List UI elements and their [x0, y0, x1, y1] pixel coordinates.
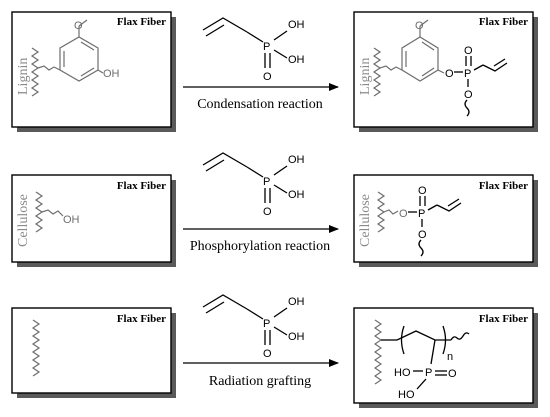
box-label: Flax Fiber: [117, 180, 166, 192]
phosphorus: P: [263, 41, 270, 53]
hydroxyl-bottom: OH: [288, 189, 305, 201]
guaiacol-ring: O: [401, 19, 445, 82]
phosphoryl-oxygen: O: [464, 45, 473, 57]
polymer-label-cellulose: Cellulose: [358, 194, 373, 247]
hydroxyl-bottom: OH: [288, 54, 305, 66]
phosphoryl-oxygen: O: [263, 71, 272, 83]
box-label: Flax Fiber: [479, 313, 528, 325]
chain-end-squiggle: [450, 332, 470, 341]
fiber-chain: [372, 47, 382, 97]
linker: [379, 65, 403, 71]
phosphonate-group: O P O O: [445, 45, 508, 117]
phosphoryl-oxygen: O: [418, 185, 427, 197]
box-label: Flax Fiber: [479, 16, 528, 28]
linker: [41, 209, 64, 217]
repeat-bracket-left: [400, 325, 405, 355]
fiber-chain: [30, 47, 40, 97]
hydroxyl-top: OH: [288, 296, 305, 308]
hydroxyl-top: OH: [288, 154, 305, 166]
linker: [37, 65, 61, 71]
bridging-oxygen: O: [418, 229, 427, 241]
phosphoryl-oxygen: O: [263, 348, 272, 360]
row-cellulose: Flax Fiber Cellulose OH P OH OH O Phosph…: [11, 152, 538, 267]
phosphoryl-oxygen: O: [448, 368, 457, 380]
hydroxyl-top: OH: [288, 19, 305, 31]
row-lignin: Flax Fiber Lignin O OH P OH: [11, 11, 538, 132]
grafted-polymer: n P O HO HO: [381, 325, 470, 401]
box-lignin-product: Flax Fiber Lignin O O P O: [353, 11, 538, 132]
box-label: Flax Fiber: [479, 180, 528, 192]
reaction-label-radiation: Radiation grafting: [209, 374, 311, 389]
fiber-chain: [31, 319, 41, 377]
methoxy-oxygen: O: [415, 20, 424, 32]
phosphorus: P: [418, 208, 425, 220]
phosphonate-group: O P O O: [399, 185, 462, 257]
box-label: Flax Fiber: [117, 313, 166, 325]
phosphorus: P: [464, 68, 471, 80]
reaction-label-phosphorylation: Phosphorylation reaction: [190, 239, 330, 254]
ester-oxygen: O: [445, 68, 454, 80]
box-lignin-start: Flax Fiber Lignin O OH: [11, 11, 176, 132]
hydroxyl-label: OH: [63, 214, 80, 226]
phosphorus: P: [263, 318, 270, 330]
box-label: Flax Fiber: [117, 16, 166, 28]
reagent-vinylphosphonic-acid-1: P OH OH O: [202, 17, 305, 83]
attachment-squiggle: [464, 99, 470, 117]
hydroxyl-bottom: OH: [288, 331, 305, 343]
box-fiber-start: Flax Fiber: [11, 307, 176, 398]
attachment-squiggle: [418, 239, 424, 257]
box-cellulose-start: Flax Fiber Cellulose OH: [11, 174, 176, 267]
fiber-chain: [373, 319, 383, 385]
hydroxyl-bottom: HO: [398, 389, 415, 401]
phosphorus: P: [425, 367, 432, 379]
phosphoryl-oxygen: O: [263, 206, 272, 218]
reagent-vinylphosphonic-acid-2: P OH OH O: [202, 152, 305, 218]
methoxy-oxygen: O: [74, 20, 83, 32]
bridging-oxygen: O: [464, 89, 473, 101]
repeat-count: n: [447, 351, 453, 363]
reagent-vinylphosphonic-acid-3: P OH OH O: [202, 294, 305, 360]
row-radiation: Flax Fiber P OH OH O Radiation grafting …: [11, 294, 538, 408]
polymer-label-lignin: Lignin: [16, 58, 31, 95]
ester-oxygen: O: [399, 208, 408, 220]
hydroxyl-label: OH: [103, 68, 120, 80]
hydroxyl-left: HO: [394, 367, 411, 379]
box-grafted-product: Flax Fiber n P O HO HO: [353, 307, 538, 408]
box-cellulose-product: Flax Fiber Cellulose O P O O: [353, 174, 538, 267]
reaction-label-condensation: Condensation reaction: [197, 97, 323, 112]
polymer-label-cellulose: Cellulose: [16, 194, 31, 247]
linker: [383, 209, 399, 215]
phosphorus: P: [263, 176, 270, 188]
repeat-bracket-right: [442, 325, 447, 355]
polymer-label-lignin: Lignin: [358, 58, 373, 95]
guaiacol-ring: O OH: [59, 19, 120, 82]
